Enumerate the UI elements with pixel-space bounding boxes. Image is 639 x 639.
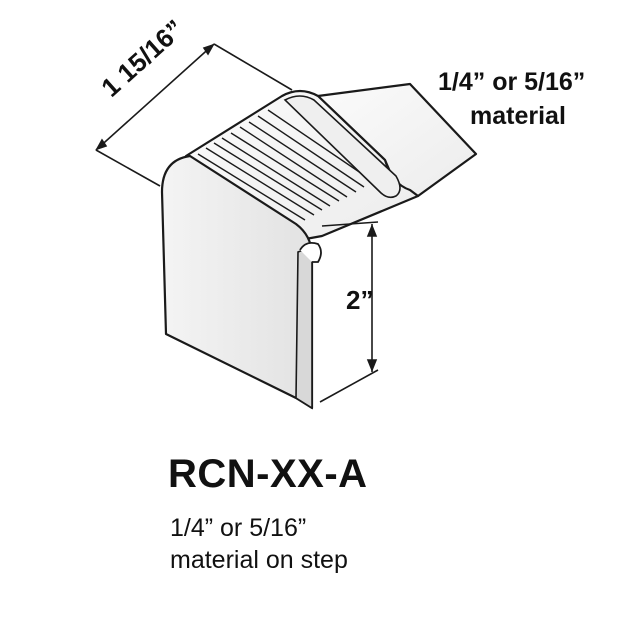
stair-nosing-drawing: 1 15/16” 2” 1/4” or 5/16” material	[95, 14, 585, 410]
material-label-line1: 1/4” or 5/16”	[438, 68, 585, 96]
product-code: RCN-XX-A	[168, 452, 368, 496]
description-line2: material on step	[170, 546, 348, 574]
width-dimension-label: 1 15/16”	[95, 14, 189, 103]
nosing-top-tread	[184, 89, 420, 242]
height-dimension-label: 2”	[346, 285, 373, 315]
material-label-line2: material	[470, 102, 566, 130]
product-description: 1/4” or 5/16” material on step	[170, 512, 348, 576]
height-dimension	[319, 221, 379, 403]
nosing-front-face	[160, 154, 322, 410]
description-line1: 1/4” or 5/16”	[170, 514, 307, 542]
width-dimension	[95, 43, 293, 187]
